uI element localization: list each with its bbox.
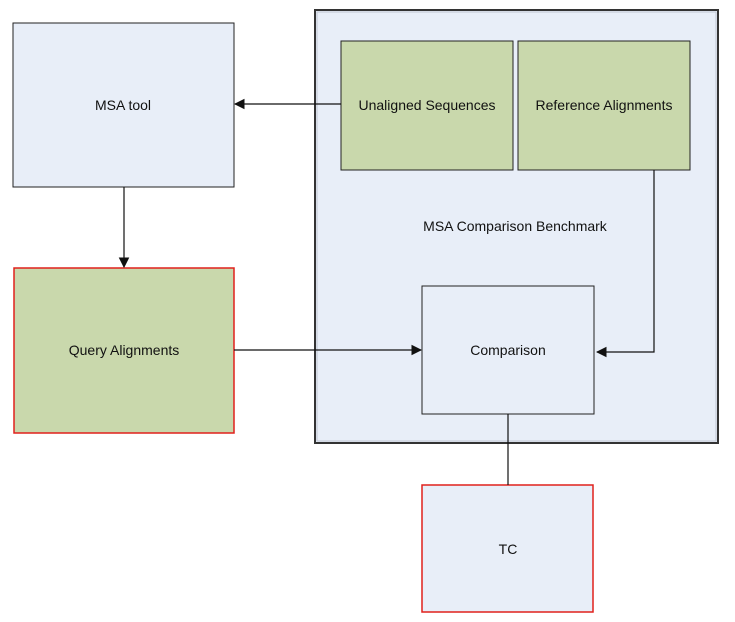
query-alignments-box: Query Alignments	[13, 267, 235, 434]
query-alignments-label: Query Alignments	[69, 342, 180, 358]
unaligned-sequences-box: Unaligned Sequences	[340, 40, 514, 171]
arrow-reference-to-comparison	[595, 170, 655, 358]
comparison-label: Comparison	[470, 342, 545, 358]
benchmark-label: MSA Comparison Benchmark	[423, 218, 608, 234]
msa-tool-label: MSA tool	[95, 97, 151, 113]
reference-alignments-label: Reference Alignments	[536, 97, 673, 113]
comparison-box: Comparison	[421, 285, 595, 415]
msa-tool-box: MSA tool	[12, 22, 235, 188]
tc-label: TC	[499, 541, 518, 557]
tc-box: TC	[421, 484, 594, 613]
unaligned-sequences-label: Unaligned Sequences	[359, 97, 496, 113]
reference-alignments-box: Reference Alignments	[517, 40, 691, 171]
